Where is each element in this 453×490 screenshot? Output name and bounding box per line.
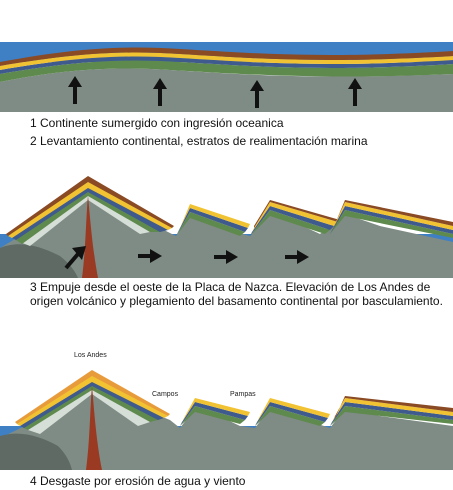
block-strata-yellow xyxy=(252,202,338,232)
stage-1-caption: 1 Continente sumergido con ingresión oce… xyxy=(30,116,284,130)
strata-green xyxy=(0,60,453,82)
block-strata-yellow xyxy=(332,202,453,230)
block-strata-yellow xyxy=(332,398,453,422)
block-strata-blue xyxy=(330,402,453,426)
stage-2-caption: 2 Levantamiento continental, estratos de… xyxy=(30,134,368,148)
oceanic-plate xyxy=(0,433,72,470)
strata-pale xyxy=(20,190,150,246)
stage-3-caption: 3 Empuje desde el oeste de la Placa de N… xyxy=(30,280,443,308)
block-strata-green xyxy=(176,212,245,236)
strata-brown xyxy=(0,47,453,66)
block-strata-blue xyxy=(330,206,453,234)
block-strata-green xyxy=(255,406,325,426)
block-strata-green xyxy=(330,210,453,238)
block-strata-blue xyxy=(255,402,328,426)
uplift-arrow xyxy=(348,78,362,106)
label-campos: Campos xyxy=(152,391,179,398)
strata-yellow xyxy=(0,52,453,70)
uplift-arrows xyxy=(68,76,362,108)
stage-1-diagram xyxy=(0,42,453,112)
label-andes: Los Andes xyxy=(74,352,107,359)
block-strata-blue xyxy=(180,402,248,426)
push-arrows xyxy=(64,246,309,270)
strata-pale xyxy=(28,384,150,434)
push-arrow xyxy=(214,250,238,264)
label-pampas: Pampas xyxy=(230,391,256,398)
push-arrow xyxy=(285,250,309,264)
strata-orange xyxy=(15,370,170,424)
stage-4-diagram xyxy=(0,370,453,470)
magma-chamber xyxy=(86,386,102,470)
uplift-arrow xyxy=(68,76,82,104)
block-strata-yellow xyxy=(182,398,250,422)
block-strata-green xyxy=(180,406,245,426)
stage-3-diagram xyxy=(0,176,453,278)
uplift-arrow xyxy=(250,80,264,108)
uplift-arrow xyxy=(153,78,167,106)
push-arrow xyxy=(64,246,86,270)
magma-chamber xyxy=(82,196,98,278)
block-strata-brown xyxy=(334,396,453,418)
continental-basement xyxy=(0,68,453,112)
oceanic-plate xyxy=(0,244,78,278)
strata-blue xyxy=(0,56,453,74)
push-arrow xyxy=(138,249,162,263)
block-strata-blue xyxy=(250,206,334,236)
stage-4-caption: 4 Desgaste por erosión de agua y viento xyxy=(30,474,246,488)
block-strata-green xyxy=(330,406,453,426)
